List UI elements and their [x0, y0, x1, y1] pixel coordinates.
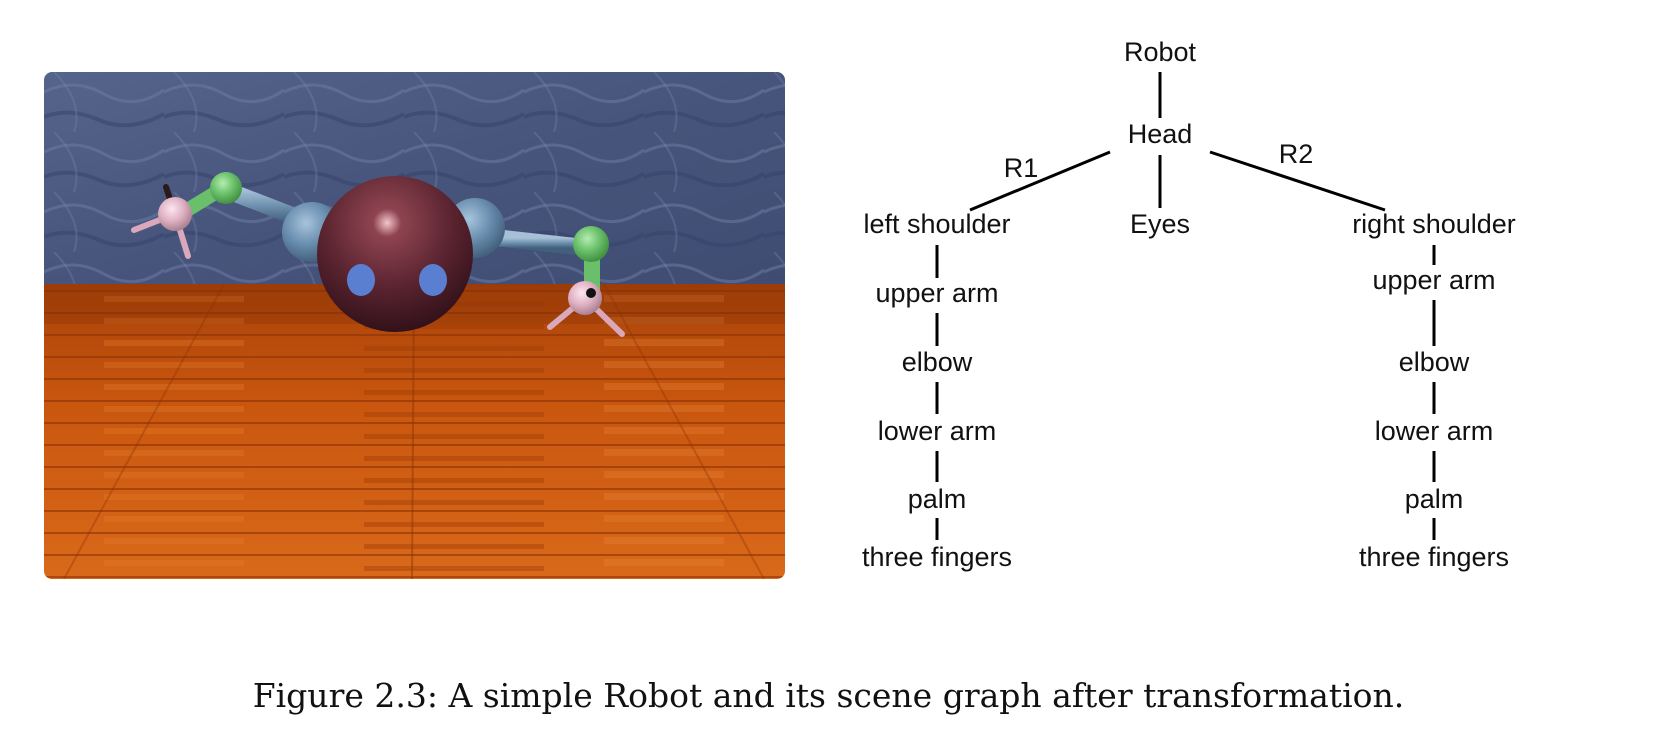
node-left-upper-arm: upper arm: [875, 278, 998, 308]
node-left-lower-arm: lower arm: [878, 416, 997, 446]
node-robot: Robot: [1124, 37, 1197, 67]
node-right-lower-arm: lower arm: [1375, 416, 1494, 446]
edge-label-r2: R2: [1279, 139, 1314, 169]
right-eye: [419, 264, 447, 296]
node-right-shoulder: right shoulder: [1352, 209, 1516, 239]
edge-head-right-shoulder: [1209, 150, 1386, 212]
robot-scene: [44, 72, 785, 579]
left-eye: [347, 264, 375, 296]
edge-head-left-shoulder: [969, 150, 1111, 212]
floor-planks: [44, 284, 785, 579]
node-right-elbow: elbow: [1399, 347, 1470, 377]
node-right-palm: palm: [1405, 484, 1464, 514]
right-elbow: [573, 226, 609, 262]
left-elbow: [210, 172, 242, 204]
node-eyes: Eyes: [1130, 209, 1190, 239]
node-right-upper-arm: upper arm: [1372, 265, 1495, 295]
scene-graph: Robot Head R1 R2 Eyes left shoulder uppe…: [862, 37, 1516, 572]
node-left-elbow: elbow: [902, 347, 973, 377]
figure-caption: Figure 2.3: A simple Robot and its scene…: [252, 676, 1405, 715]
left-palm: [158, 197, 192, 231]
node-right-three-fingers: three fingers: [1359, 542, 1509, 572]
robot-render-image: [44, 72, 785, 579]
edge-label-r1: R1: [1004, 153, 1039, 183]
node-left-palm: palm: [908, 484, 967, 514]
node-left-three-fingers: three fingers: [862, 542, 1012, 572]
node-left-shoulder: left shoulder: [863, 209, 1010, 239]
node-head: Head: [1128, 119, 1193, 149]
